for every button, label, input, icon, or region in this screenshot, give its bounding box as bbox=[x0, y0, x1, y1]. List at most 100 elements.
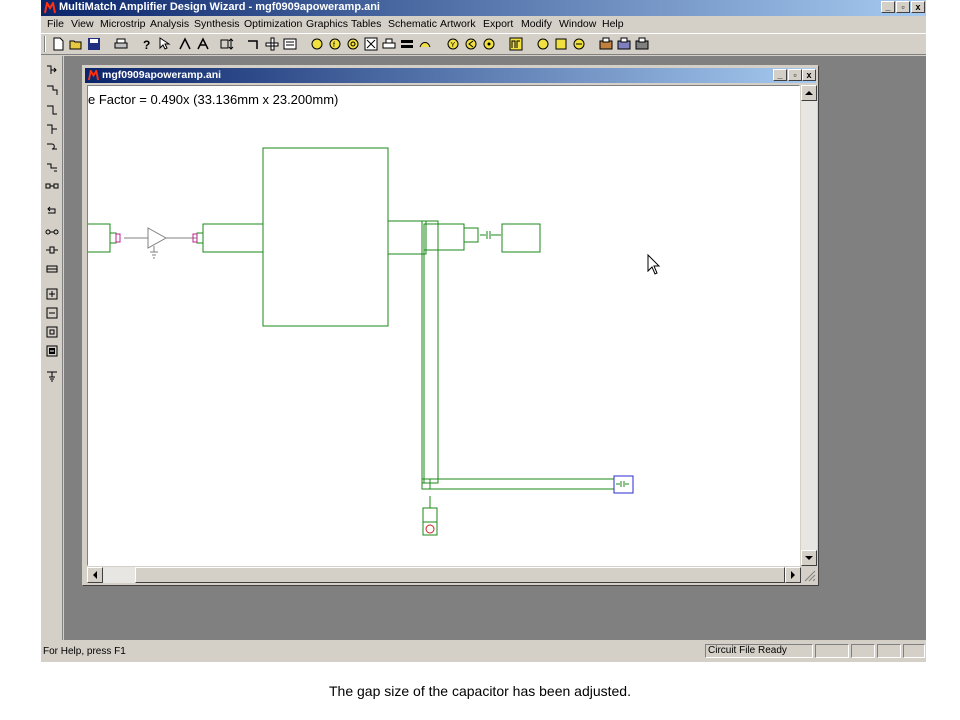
connector-element-icon[interactable] bbox=[44, 242, 60, 258]
component-lib-3-icon[interactable] bbox=[634, 36, 650, 52]
ground-element-icon[interactable] bbox=[44, 368, 60, 384]
minus-circle-icon[interactable] bbox=[571, 36, 587, 52]
ground-symbol bbox=[150, 246, 158, 259]
line-element-icon[interactable] bbox=[246, 36, 262, 52]
line-corner-icon[interactable] bbox=[44, 121, 60, 137]
menu-synthesis[interactable]: Synthesis bbox=[194, 18, 240, 30]
zoom-out-icon[interactable] bbox=[44, 305, 60, 321]
inductor-tool-icon[interactable]: f bbox=[327, 36, 343, 52]
app-logo-icon bbox=[44, 2, 56, 14]
menu-export[interactable]: Export bbox=[483, 18, 514, 30]
menu-window[interactable]: Window bbox=[559, 18, 597, 30]
minimize-button[interactable]: _ bbox=[881, 1, 895, 13]
menu-file[interactable]: File bbox=[47, 18, 64, 30]
undo-icon[interactable] bbox=[44, 202, 60, 218]
horizontal-scroll-thumb[interactable] bbox=[135, 567, 785, 583]
capacitor-gap-symbol bbox=[616, 481, 629, 487]
status-help-text: For Help, press F1 bbox=[43, 646, 126, 657]
bias-line-horizontal[interactable] bbox=[421, 478, 615, 490]
target-icon[interactable] bbox=[481, 36, 497, 52]
line-step-icon[interactable] bbox=[44, 82, 60, 98]
svg-text:?: ? bbox=[143, 38, 150, 51]
transformer-tool-icon[interactable] bbox=[417, 36, 433, 52]
scroll-right-button[interactable] bbox=[785, 567, 801, 583]
menu-microstrip[interactable]: Microstrip bbox=[100, 18, 146, 30]
cross-tool-icon[interactable] bbox=[363, 36, 379, 52]
zoom-fit-icon[interactable] bbox=[44, 324, 60, 340]
shunt-ground-pad[interactable] bbox=[422, 521, 438, 536]
line-offset-icon[interactable] bbox=[44, 160, 60, 176]
coupler-tool-icon[interactable] bbox=[399, 36, 415, 52]
transistor-block[interactable] bbox=[262, 147, 389, 327]
new-file-icon[interactable] bbox=[50, 36, 66, 52]
status-panel-4 bbox=[877, 644, 901, 658]
bias-bend bbox=[421, 478, 431, 490]
scale-factor-label: e Factor = 0.490x (33.136mm x 23.200mm) bbox=[88, 92, 339, 107]
menu-analysis[interactable]: Analysis bbox=[150, 18, 190, 30]
menu-graphics[interactable]: Graphics bbox=[306, 18, 349, 30]
resistor-tool-icon[interactable] bbox=[345, 36, 361, 52]
amplifier-triangle bbox=[147, 227, 168, 249]
shunt-element[interactable] bbox=[422, 507, 438, 523]
component-lib-1-icon[interactable] bbox=[598, 36, 614, 52]
open-file-icon[interactable] bbox=[68, 36, 84, 52]
mouse-cursor-icon bbox=[647, 253, 661, 275]
table-element-icon[interactable] bbox=[282, 36, 298, 52]
capacitor-tool-icon[interactable] bbox=[309, 36, 325, 52]
vertical-scrollbar[interactable] bbox=[801, 85, 817, 566]
gate-line[interactable] bbox=[202, 223, 264, 253]
output-line-short[interactable] bbox=[463, 227, 479, 243]
menu-modify[interactable]: Modify bbox=[521, 18, 552, 30]
y-parameter-icon[interactable]: Y bbox=[445, 36, 461, 52]
series-element-icon[interactable] bbox=[44, 178, 60, 194]
menu-schematic[interactable]: Schematic bbox=[388, 18, 438, 30]
route-tool-2-icon[interactable] bbox=[195, 36, 211, 52]
help-icon[interactable]: ? bbox=[139, 36, 155, 52]
back-arrow-icon[interactable] bbox=[463, 36, 479, 52]
horizontal-scrollbar[interactable] bbox=[87, 567, 801, 583]
line-bend-icon[interactable] bbox=[44, 102, 60, 118]
print-icon[interactable] bbox=[113, 36, 129, 52]
context-help-icon[interactable] bbox=[157, 36, 173, 52]
child-minimize-button[interactable]: _ bbox=[773, 69, 787, 81]
menu-help[interactable]: Help bbox=[602, 18, 624, 30]
via-hole bbox=[425, 524, 435, 534]
line-curve-icon[interactable] bbox=[44, 140, 60, 156]
square-tool-icon[interactable] bbox=[553, 36, 569, 52]
circle-tool-icon[interactable] bbox=[535, 36, 551, 52]
block-element-icon[interactable] bbox=[44, 261, 60, 277]
pulse-icon[interactable] bbox=[508, 36, 524, 52]
input-line[interactable] bbox=[88, 223, 111, 253]
zoom-window-icon[interactable] bbox=[44, 343, 60, 359]
input-connector bbox=[109, 232, 117, 244]
menu-tables[interactable]: Tables bbox=[351, 18, 382, 30]
select-element-icon[interactable] bbox=[219, 36, 235, 52]
save-icon[interactable] bbox=[86, 36, 102, 52]
child-maximize-button[interactable]: ▫ bbox=[788, 69, 802, 81]
zoom-in-icon[interactable] bbox=[44, 286, 60, 302]
output-line[interactable] bbox=[501, 223, 541, 253]
menu-view[interactable]: View bbox=[71, 18, 94, 30]
menu-artwork[interactable]: Artwork bbox=[440, 18, 476, 30]
scroll-left-button[interactable] bbox=[87, 567, 103, 583]
restore-button[interactable]: ▫ bbox=[896, 1, 910, 13]
menu-bar: File View Microstrip Analysis Synthesis … bbox=[41, 16, 926, 33]
input-port-marker bbox=[115, 233, 121, 243]
line-down-icon[interactable] bbox=[44, 62, 60, 78]
stub-tool-icon[interactable] bbox=[381, 36, 397, 52]
layout-canvas[interactable]: e Factor = 0.490x (33.136mm x 23.200mm) bbox=[87, 85, 800, 566]
scroll-up-button[interactable] bbox=[801, 85, 817, 101]
scroll-down-button[interactable] bbox=[801, 550, 817, 566]
drain-line[interactable] bbox=[387, 220, 427, 255]
menu-optimization[interactable]: Optimization bbox=[244, 18, 303, 30]
resize-grip-icon[interactable] bbox=[802, 568, 816, 582]
tee-element-icon[interactable] bbox=[264, 36, 280, 52]
close-button[interactable]: x bbox=[911, 1, 925, 13]
component-lib-2-icon[interactable] bbox=[616, 36, 632, 52]
title-bar: MultiMatch Amplifier Design Wizard - mgf… bbox=[41, 0, 926, 16]
route-tool-icon[interactable] bbox=[177, 36, 193, 52]
gap-element-icon[interactable] bbox=[44, 224, 60, 240]
drain-step[interactable] bbox=[423, 223, 465, 251]
child-close-button[interactable]: x bbox=[802, 69, 816, 81]
selected-capacitor[interactable] bbox=[613, 475, 634, 494]
